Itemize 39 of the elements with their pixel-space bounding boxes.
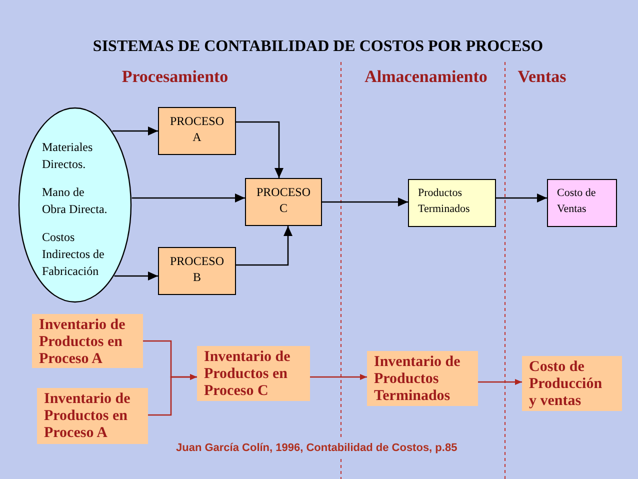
arrow bbox=[148, 374, 197, 416]
arrow bbox=[322, 198, 408, 206]
box-label: Inventario de Productos Terminados bbox=[374, 354, 462, 405]
process-label: PROCESO A bbox=[168, 113, 226, 145]
arrow bbox=[496, 194, 547, 202]
cost-item-label: Costos Indirectos de Fabricación bbox=[42, 229, 106, 280]
process-label: PROCESO C bbox=[255, 184, 312, 216]
process-label: PROCESO B bbox=[168, 253, 226, 285]
box-label: Costo de Ventas bbox=[557, 186, 597, 217]
arrow bbox=[478, 379, 522, 385]
cost-item-label: Materiales Directos. bbox=[42, 139, 94, 173]
inventory-box bbox=[197, 346, 310, 401]
arrow bbox=[114, 272, 158, 280]
arrow bbox=[236, 121, 284, 178]
process-box bbox=[158, 107, 236, 155]
cost-item-label: Mano de Obra Directa. bbox=[42, 184, 108, 218]
inventory-box bbox=[32, 314, 143, 368]
box-label: Costo de Producción y ventas bbox=[529, 359, 604, 410]
box-label: Inventario de Productos en Proceso A bbox=[44, 391, 132, 442]
cost-elements-ellipse bbox=[18, 107, 132, 303]
diagram-title: SISTEMAS DE CONTABILIDAD DE COSTOS POR PROCESO bbox=[92, 37, 544, 57]
source-citation: Juan García Colín, 1996, Contabilidad de Costos, p.85 bbox=[176, 441, 458, 455]
inventory-box bbox=[37, 388, 148, 444]
arrow bbox=[132, 194, 245, 202]
section-heading: Procesamiento bbox=[122, 67, 228, 87]
box-label: Inventario de Productos en Proceso A bbox=[39, 317, 126, 368]
inventory-box bbox=[367, 351, 478, 406]
process-box bbox=[245, 178, 322, 226]
process-box bbox=[158, 247, 236, 295]
arrow bbox=[310, 374, 367, 380]
arrow bbox=[112, 126, 158, 136]
box-label: Productos Terminados bbox=[418, 186, 471, 217]
inventory-box bbox=[522, 356, 622, 411]
arrow bbox=[236, 226, 292, 266]
section-heading: Almacenamiento bbox=[364, 67, 488, 87]
sales-box bbox=[547, 179, 617, 227]
storage-box bbox=[408, 179, 496, 227]
box-label: Inventario de Productos en Proceso C bbox=[204, 349, 292, 400]
section-heading: Ventas bbox=[518, 67, 566, 87]
